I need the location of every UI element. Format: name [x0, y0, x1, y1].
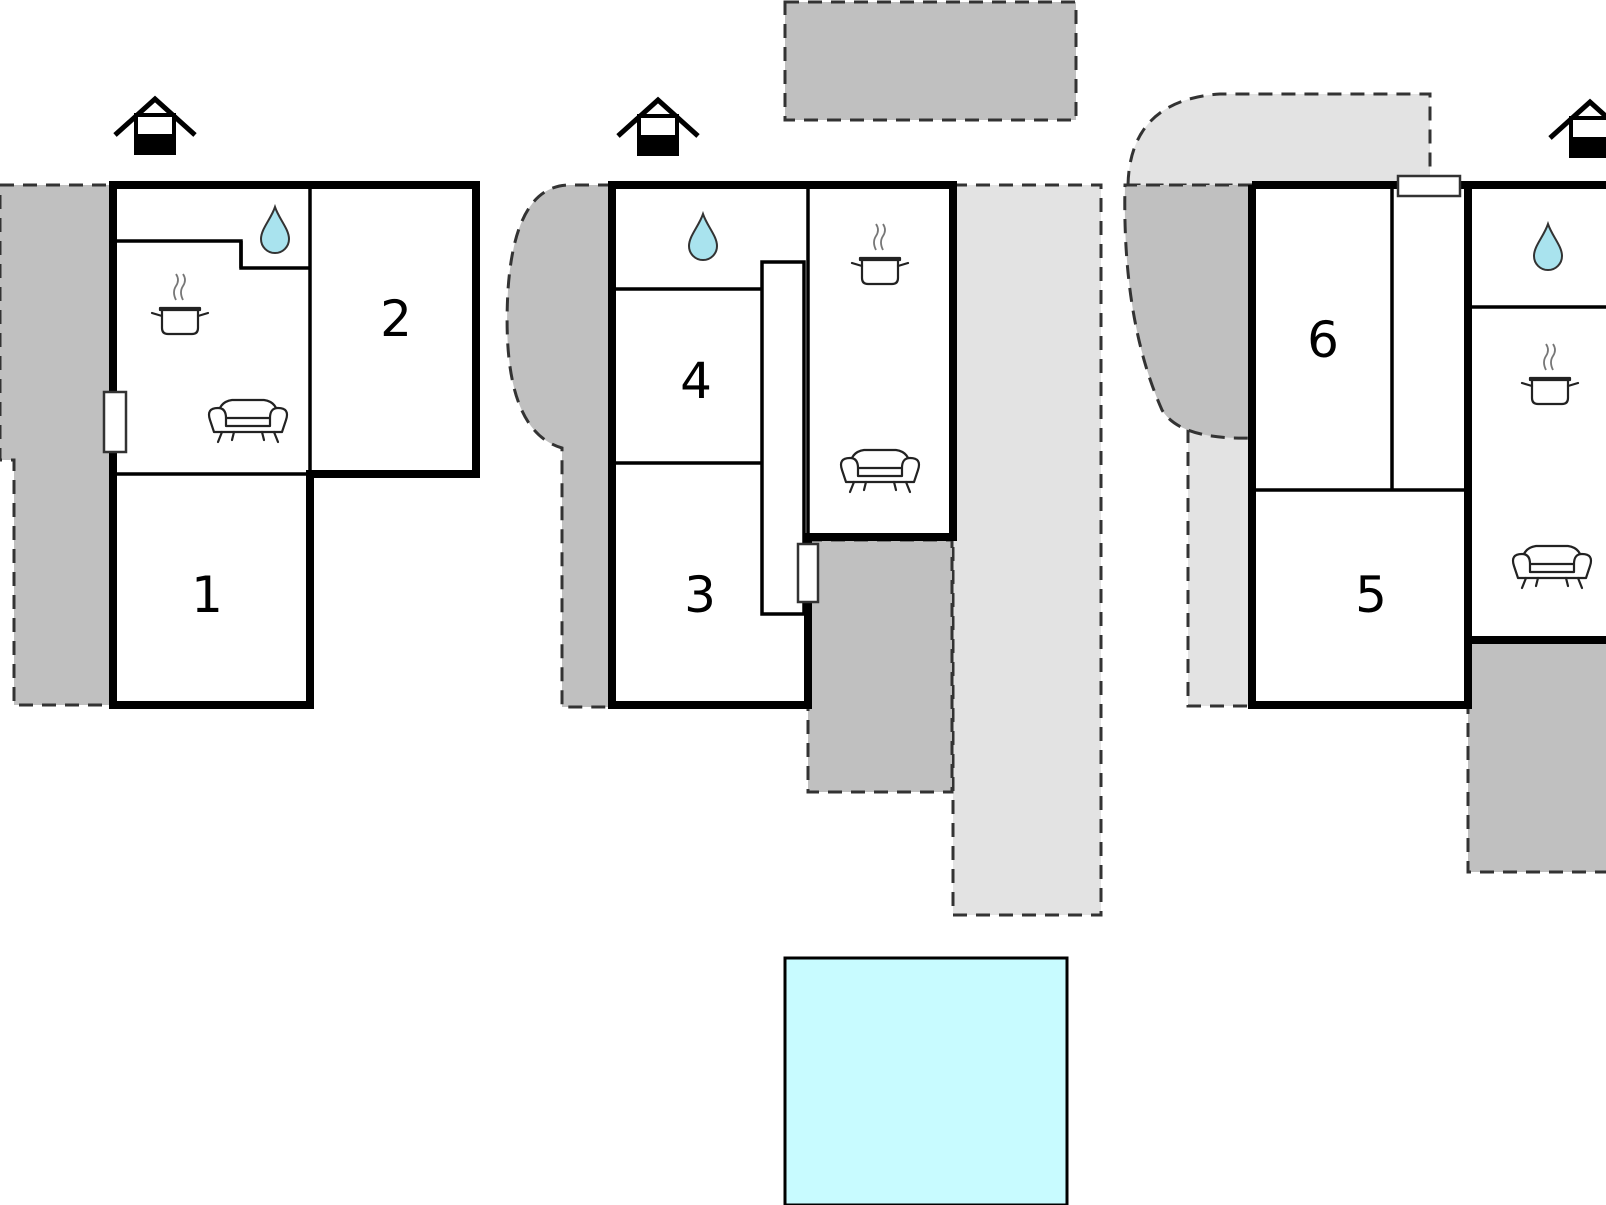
patio-unit-middle: [806, 538, 954, 794]
unit-middle: 4 3: [608, 100, 957, 709]
terrace-areas: [0, 0, 1606, 917]
patio-unit-right: [1466, 638, 1606, 874]
terrace-top-right: [1126, 92, 1432, 187]
room-label: 4: [680, 352, 712, 410]
unit-left: 1 2: [102, 99, 480, 709]
room-label: 1: [191, 566, 223, 624]
door-unit-right: [1396, 174, 1462, 198]
room-label: 3: [684, 566, 716, 624]
room-label: 6: [1307, 311, 1339, 369]
room-label: 5: [1355, 566, 1387, 624]
unit-right: 6 5: [1248, 102, 1606, 709]
top-terrace: [783, 0, 1078, 122]
entrance-house-icon: [618, 100, 698, 154]
terrace-unit-left: [0, 183, 115, 707]
door-unit-middle: [796, 542, 820, 604]
pool: [783, 956, 1069, 1205]
terrace-unit-right-lower: [1186, 428, 1254, 708]
room-label: 2: [380, 290, 412, 348]
path-walkway: [951, 183, 1103, 917]
entrance-house-icon: [1550, 102, 1606, 156]
terrace-unit-right-upper: [1123, 183, 1254, 440]
door-unit-left: [102, 390, 128, 454]
entrance-house-icon: [115, 99, 195, 153]
terrace-unit-middle: [505, 183, 614, 709]
